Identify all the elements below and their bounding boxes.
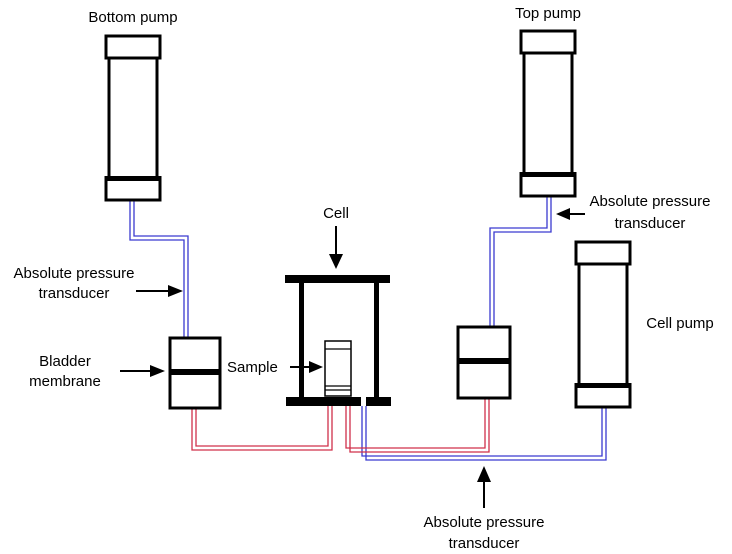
apt-bottom-label-line2: transducer	[449, 535, 520, 552]
arrows	[120, 208, 585, 508]
bladder-membrane-left	[168, 336, 222, 410]
blue-line-cell-pump-a	[361, 406, 603, 457]
cell-pump-label: Cell pump	[646, 315, 714, 332]
bladder-membrane-right	[456, 325, 512, 400]
top-pump	[519, 29, 577, 198]
apt-right-label-line2: transducer	[615, 215, 686, 232]
bladder-label-line2: membrane	[29, 373, 101, 390]
top-pump-label: Top pump	[515, 5, 581, 22]
bottom-pump	[104, 34, 162, 202]
sample-label: Sample	[227, 359, 278, 376]
apt-left-label-line1: Absolute pressure	[14, 265, 135, 282]
apt-bottom-label-line1: Absolute pressure	[424, 514, 545, 531]
sample-arrow	[290, 361, 323, 373]
red-line-right-a	[345, 398, 486, 449]
cell-label: Cell	[323, 205, 349, 222]
blue-line-bottom-pump-b	[133, 200, 189, 337]
cell-arrow	[329, 226, 343, 269]
bottom-pump-label: Bottom pump	[88, 9, 177, 26]
red-line-left-b	[195, 406, 329, 447]
blue-line-top-pump-b	[493, 196, 552, 327]
apt-right-arrow	[556, 208, 585, 220]
labels: Bottom pump Top pump Cell pump Cell Samp…	[14, 5, 714, 552]
cell-pump	[574, 240, 632, 409]
red-line-left-a	[191, 406, 333, 451]
apt-right-label-line1: Absolute pressure	[590, 193, 711, 210]
apt-left-label-line2: transducer	[39, 285, 110, 302]
bladder-label-line1: Bladder	[39, 353, 91, 370]
blue-line-bottom-pump-a	[129, 200, 185, 337]
cell	[285, 275, 391, 406]
blue-line-cell-pump-b	[365, 406, 607, 461]
red-line-right-b	[349, 398, 490, 453]
tubing-lines	[129, 196, 607, 461]
apt-left-arrow	[136, 285, 183, 297]
blue-line-top-pump-a	[489, 196, 548, 327]
sample	[324, 340, 352, 397]
apt-bottom-arrow	[477, 466, 491, 508]
bladder-arrow	[120, 365, 165, 377]
